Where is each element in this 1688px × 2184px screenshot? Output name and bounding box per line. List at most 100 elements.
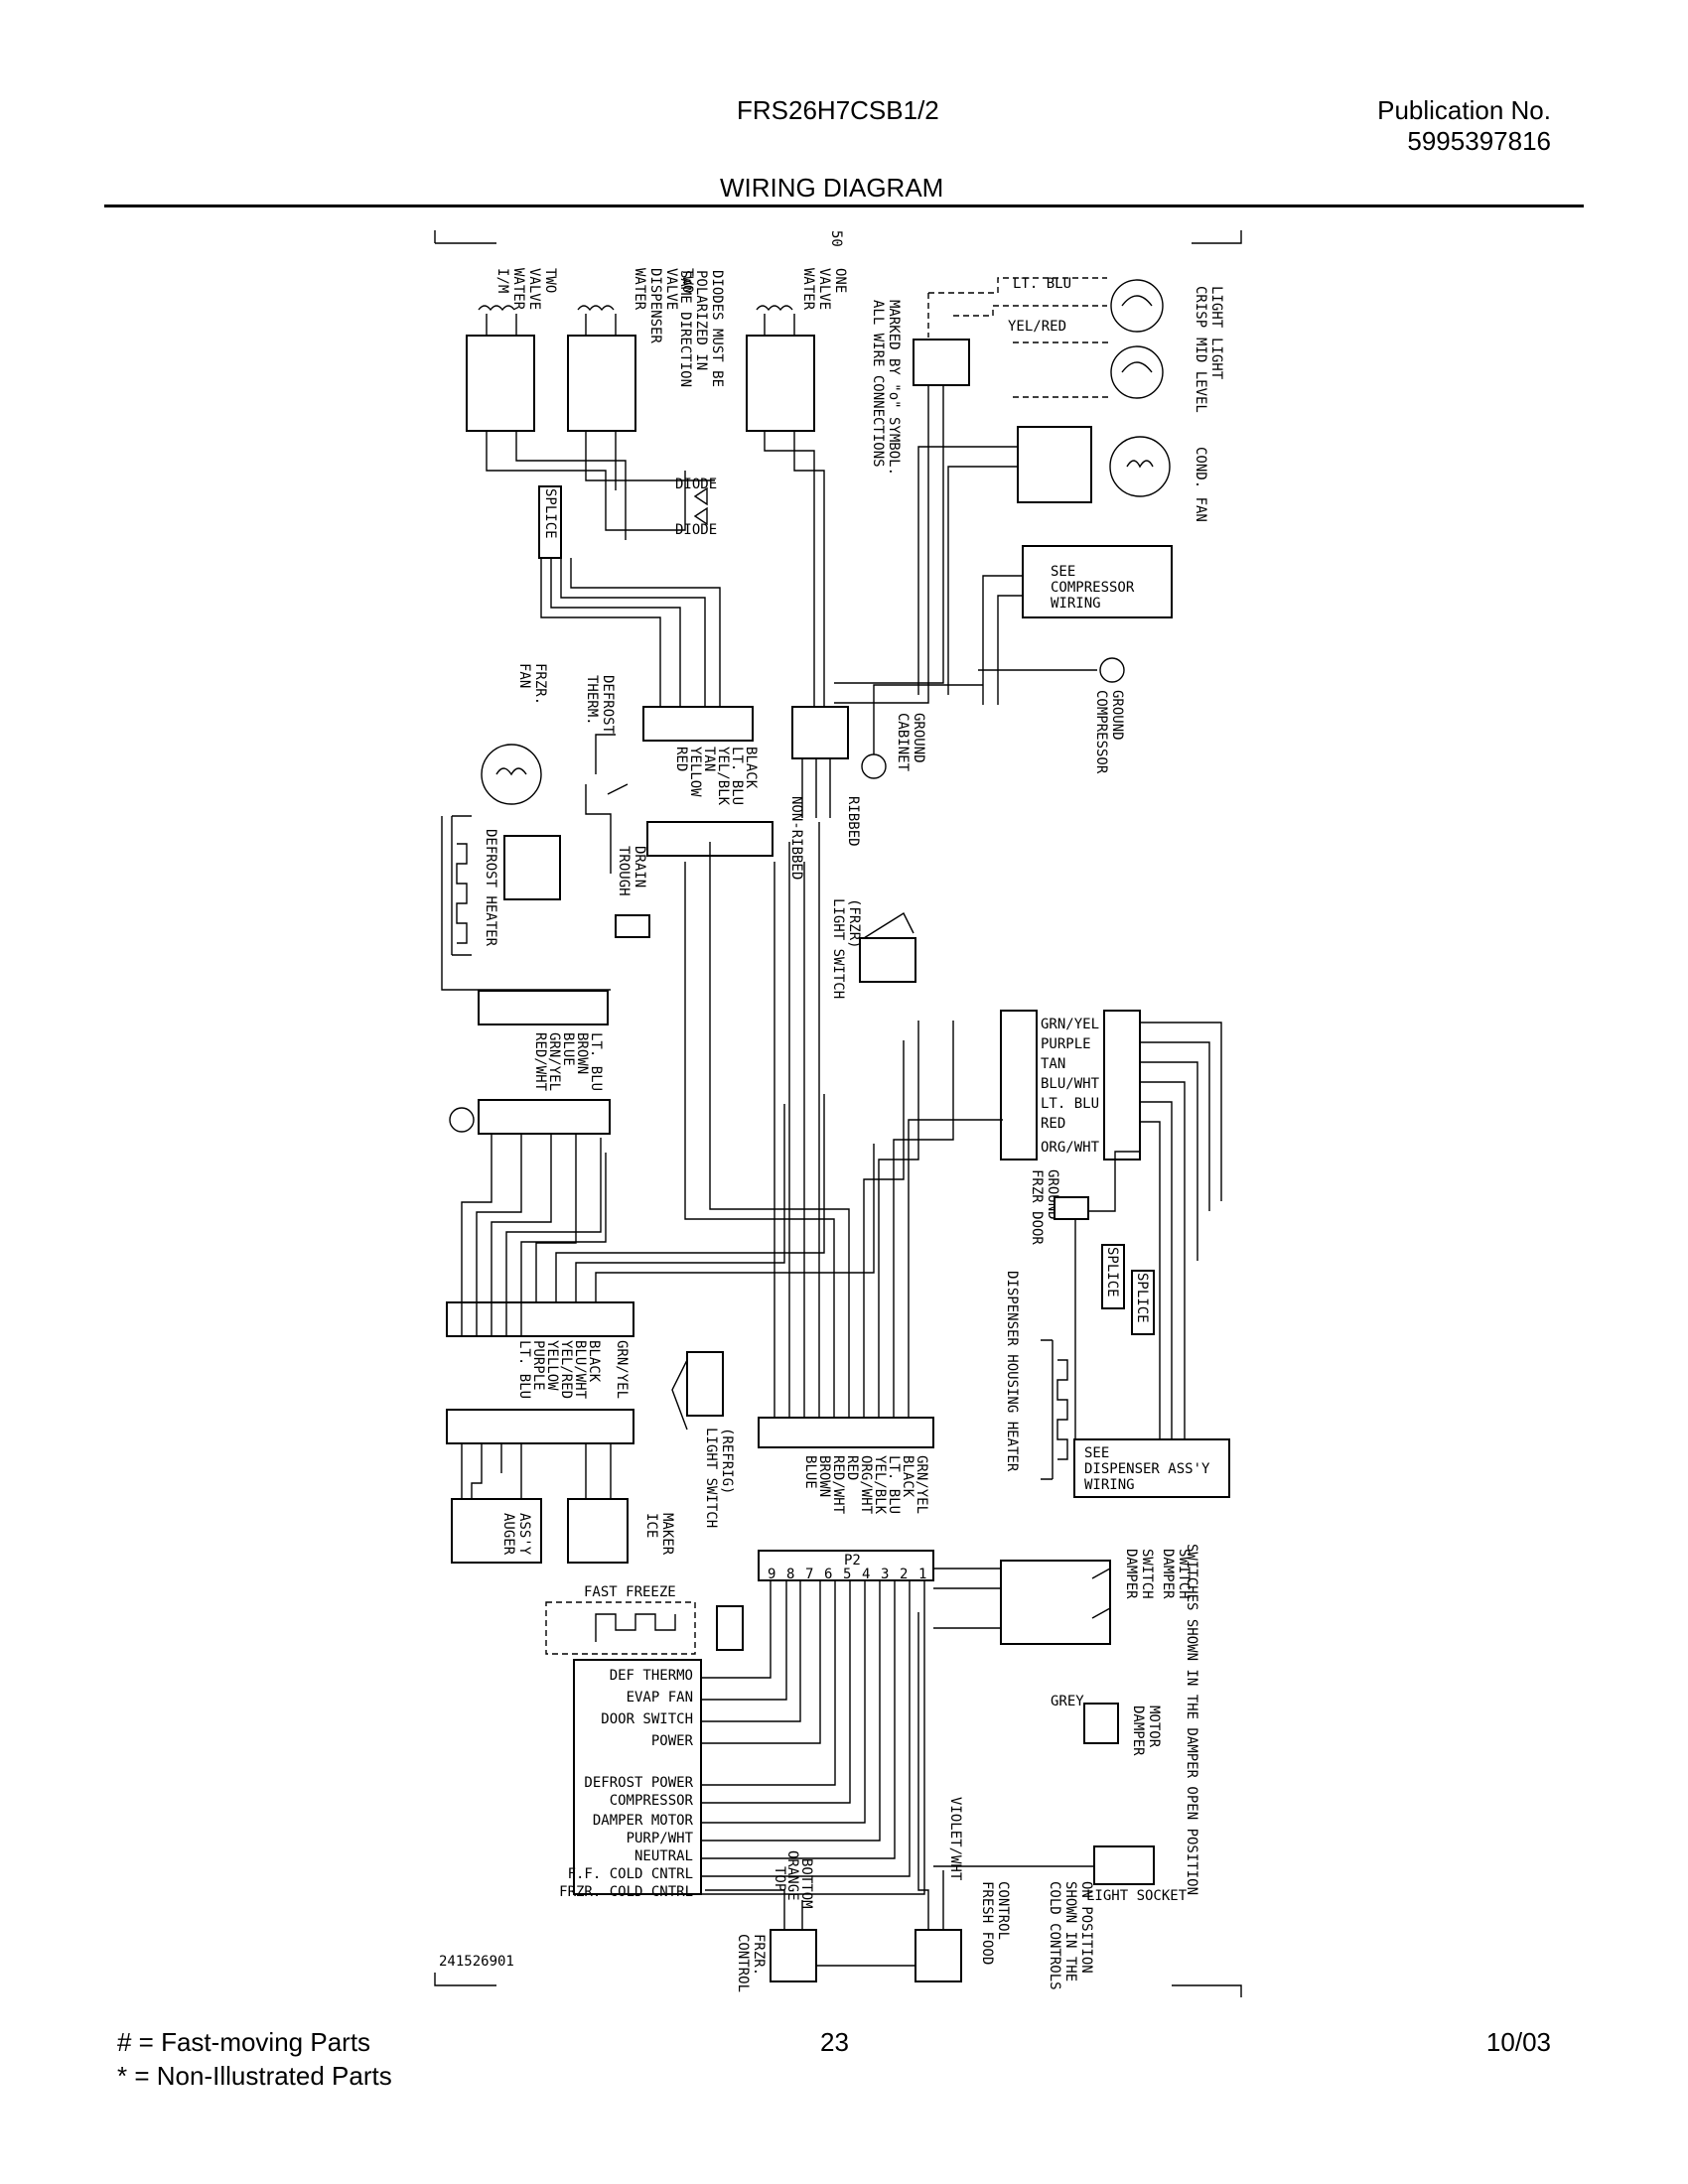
frame-bottom-left [434,1973,496,1986]
svg-text:TWO: TWO [679,268,695,293]
svg-text:8: 8 [786,1567,794,1582]
non-ribbed-label: NON-RIBBED [788,796,804,880]
p2-connector [758,1550,934,1581]
fast-freeze-box [545,1601,696,1655]
defrost-connector-top [478,990,609,1025]
control-board-harness [701,1580,925,1895]
svg-text:RED: RED [1041,1116,1065,1132]
svg-text:WATER: WATER [632,268,647,311]
svg-text:MID LEVEL: MID LEVEL [1193,338,1208,413]
cold-control-note: COLD CONTROLS SHOWN IN THE ON POSITION [1047,1881,1094,1990]
ice-leads [461,1443,612,1499]
svg-text:CABINET: CABINET [895,713,911,772]
compressor-wiring-name: COMPRESSOR [1051,580,1135,596]
valve-dispenser-two-body [567,335,636,432]
svg-text:COLD CONTROLS: COLD CONTROLS [1047,1881,1062,1990]
svg-text:BLACK: BLACK [743,747,759,789]
svg-text:YEL/BLK: YEL/BLK [872,1455,888,1515]
svg-text:TWO: TWO [542,268,558,293]
svg-text:TAN: TAN [1041,1056,1065,1072]
splice-mid-2 [1131,1270,1155,1335]
svg-text:WATER: WATER [510,268,526,311]
svg-text:(FRZR): (FRZR) [846,898,862,949]
svg-text:RED/WHT: RED/WHT [532,1032,548,1092]
svg-text:SWITCH: SWITCH [1176,1549,1192,1599]
defrost-heater-element [441,815,611,991]
svg-text:VALVE: VALVE [526,268,542,310]
svg-text:MAKER: MAKER [659,1513,675,1556]
svg-text:(REFRIG): (REFRIG) [719,1428,735,1494]
crisp-light-lamp [1110,279,1164,333]
p2-pins: 9 8 7 6 5 4 3 2 1 [768,1567,926,1582]
valve-dispenser-two: WATER DISPENSER VALVE TWO [567,268,695,432]
svg-text:LT. BLU: LT. BLU [729,747,745,805]
upper-harness [486,385,1023,709]
light-socket-box [1093,1845,1155,1885]
svg-text:FRZR. COLD CNTRL: FRZR. COLD CNTRL [559,1884,693,1900]
ice-connector-labels: GRN/YEL BLACK BLU/WHT YEL/RED YELLOW PUR… [516,1340,630,1400]
svg-text:RED: RED [844,1455,860,1480]
frame-top-right [1192,230,1242,244]
svg-text:BROWN: BROWN [816,1455,832,1497]
svg-text:CRISP: CRISP [1193,286,1208,328]
svg-text:GROUND: GROUND [1109,690,1125,741]
svg-text:F.F. COLD CNTRL: F.F. COLD CNTRL [568,1866,693,1882]
svg-text:DEF THERMO: DEF THERMO [610,1668,693,1684]
svg-text:DEFROST POWER: DEFROST POWER [584,1775,693,1791]
damper-switch-label: DAMPER SWITCH [1123,1549,1155,1599]
svg-text:7: 7 [805,1567,813,1582]
splice-top [538,485,562,559]
dispenser-heater-label: DISPENSER HOUSING HEATER [1004,1271,1020,1472]
splice-mid-1 [1101,1244,1125,1309]
freezer-fan-connector [503,835,561,900]
svg-text:BLU/WHT: BLU/WHT [572,1340,588,1400]
svg-text:LIGHT SWITCH: LIGHT SWITCH [830,898,846,999]
defrost-heater-label: DEFROST HEATER [483,829,498,947]
svg-text:VALVE: VALVE [816,268,832,310]
control-connector-labels: GRN/YEL BLACK LT. BLU YEL/BLK ORG/WHT RE… [802,1455,929,1515]
compressor-ground-icon [1099,657,1125,683]
svg-text:GRN/YEL: GRN/YEL [614,1340,630,1399]
svg-text:BLACK: BLACK [586,1340,602,1383]
cabinet-ground-icon [861,753,887,779]
svg-text:4: 4 [862,1567,870,1582]
svg-text:BLU/WHT: BLU/WHT [1041,1076,1100,1092]
dispenser-assy-name: DISPENSER ASS'Y [1084,1461,1210,1477]
light-connector [913,339,970,386]
svg-text:5: 5 [843,1567,851,1582]
svg-text:BROWN: BROWN [574,1032,590,1074]
splice-top-label: SPLICE [542,488,558,539]
publication-label: Publication No. [1377,95,1551,125]
svg-text:POLARIZED IN: POLARIZED IN [693,270,709,370]
svg-text:CONTROL: CONTROL [735,1934,751,1992]
svg-text:2: 2 [900,1567,908,1582]
svg-text:LT. BLU: LT. BLU [588,1032,604,1091]
auger-assy-label: AUGER ASS'Y [500,1513,532,1556]
svg-text:DOOR SWITCH: DOOR SWITCH [601,1711,693,1727]
svg-text:MOTOR: MOTOR [1146,1706,1162,1748]
fresh-food-control-body [914,1929,962,1982]
ice-maker-box [567,1498,629,1564]
svg-text:FRESH FOOD: FRESH FOOD [979,1881,995,1965]
svg-text:ORG/WHT: ORG/WHT [1041,1140,1100,1156]
svg-text:FRZR.: FRZR. [751,1934,767,1976]
defrost-ground-icon [449,1107,475,1133]
svg-text:NEUTRAL: NEUTRAL [634,1848,693,1864]
compressor-wiring-word: WIRING [1051,596,1101,612]
svg-text:DAMPER: DAMPER [1160,1549,1176,1599]
svg-text:9: 9 [768,1567,775,1582]
svg-text:GRN/YEL: GRN/YEL [546,1032,562,1091]
p2-label: P2 [844,1553,861,1569]
svg-text:RED/WHT: RED/WHT [830,1455,846,1515]
svg-text:BLUE: BLUE [802,1455,818,1489]
svg-text:AUGER: AUGER [500,1513,516,1556]
diode-note: DIODES MUST BE POLARIZED IN SAME DIRECTI… [677,270,725,387]
fast-freeze-connector [716,1605,744,1651]
valve-one: WATER VALVE ONE [746,268,848,432]
mid-level-label: MID LEVEL LIGHT [1193,338,1224,413]
light-switch-frzr-label: LIGHT SWITCH (FRZR) [830,898,862,999]
svg-text:YEL/RED: YEL/RED [558,1340,574,1399]
svg-text:DISPENSER: DISPENSER [647,268,663,343]
svg-text:DAMPER MOTOR: DAMPER MOTOR [593,1813,694,1829]
cold-control-leads [705,1612,944,1967]
